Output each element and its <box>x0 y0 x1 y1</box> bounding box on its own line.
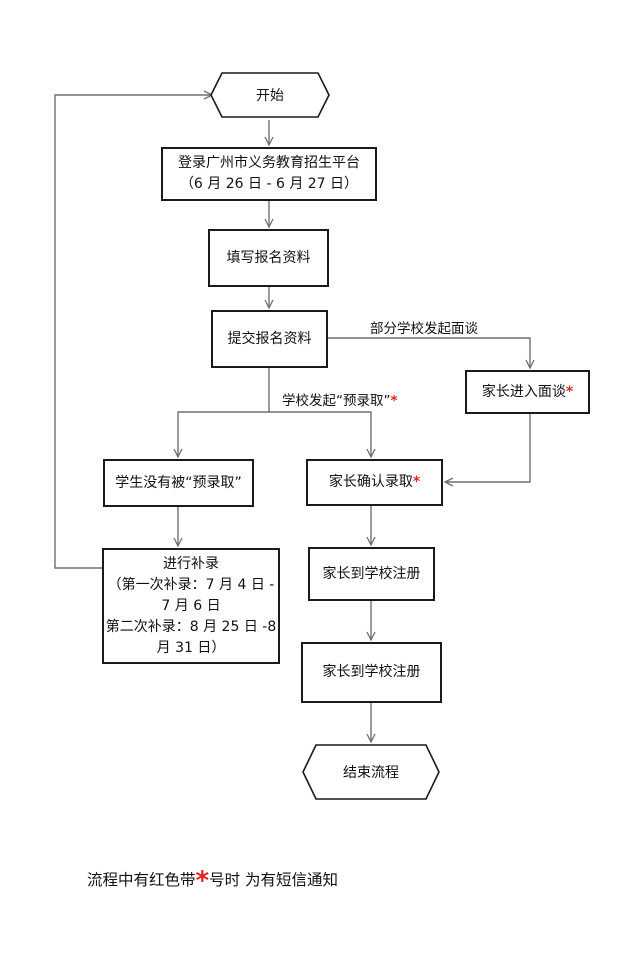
step-fill-info: 填写报名资料 <box>208 229 329 287</box>
step-not-admitted: 学生没有被“预录取” <box>103 459 254 507</box>
sms-star-marker: * <box>565 383 574 400</box>
submit-label: 提交报名资料 <box>227 330 312 347</box>
end-terminator: 结束流程 <box>302 744 440 800</box>
start-shape <box>210 72 330 118</box>
makeup-title: 进行补录 <box>163 555 219 572</box>
makeup-line-4: 月 31 日） <box>156 639 226 656</box>
register-2-label: 家长到学校注册 <box>322 664 421 680</box>
prerecord-branch-text: 学校发起“预录取” <box>282 393 391 409</box>
note-red-star: * <box>195 866 210 896</box>
makeup-line-2: 7 月 6 日 <box>161 597 221 614</box>
arrow-submit-to-interview <box>327 337 530 368</box>
arrow-interview-to-confirm <box>445 414 531 482</box>
sms-star-marker: * <box>412 474 421 490</box>
note-text-before: 流程中有红色带 <box>87 871 196 889</box>
login-dates: （6 月 26 日 - 6 月 27 日） <box>179 176 359 192</box>
step-login-platform: 登录广州市义务教育招生平台 （6 月 26 日 - 6 月 27 日） <box>161 147 377 201</box>
interview-branch-text: 部分学校发起面谈 <box>370 321 478 337</box>
register-1-label: 家长到学校注册 <box>322 565 421 582</box>
label-interview-branch: 部分学校发起面谈 <box>370 317 478 337</box>
label-prerecord-branch: 学校发起“预录取”* <box>282 389 398 409</box>
end-label: 结束流程 <box>343 765 399 781</box>
makeup-line-3: 第二次补录：8 月 25 日 -8 <box>105 618 277 635</box>
login-title: 登录广州市义务教育招生平台 <box>178 155 360 171</box>
step-makeup-admission: 进行补录 （第一次补录：7 月 4 日 - 7 月 6 日 第二次补录：8 月 … <box>102 548 280 664</box>
sms-legend-note: 流程中有红色带*号时 为有短信通知 <box>87 866 338 896</box>
fill-label: 填写报名资料 <box>226 249 311 266</box>
makeup-line-1: （第一次补录：7 月 4 日 - <box>107 576 275 593</box>
arrow-makeup-back-to-start <box>54 95 212 569</box>
note-text-after: 号时 为有短信通知 <box>209 871 339 889</box>
start-label: 开始 <box>256 88 284 104</box>
step-register-2: 家长到学校注册 <box>301 642 442 703</box>
sms-star-marker: * <box>390 393 398 409</box>
parent-interview-label: 家长进入面谈* <box>481 383 574 400</box>
arrow-branch-to-confirm <box>269 411 371 457</box>
not-admitted-label: 学生没有被“预录取” <box>115 474 242 491</box>
start-terminator: 开始 <box>210 72 330 118</box>
parent-confirm-label: 家长确认录取* <box>328 474 421 490</box>
step-register-1: 家长到学校注册 <box>308 547 435 601</box>
end-shape <box>302 744 440 800</box>
step-parent-confirm: 家长确认录取* <box>306 459 443 506</box>
step-parent-interview: 家长进入面谈* <box>465 370 590 414</box>
arrow-branch-to-not-admitted <box>178 411 269 457</box>
step-submit-info: 提交报名资料 <box>211 310 328 368</box>
